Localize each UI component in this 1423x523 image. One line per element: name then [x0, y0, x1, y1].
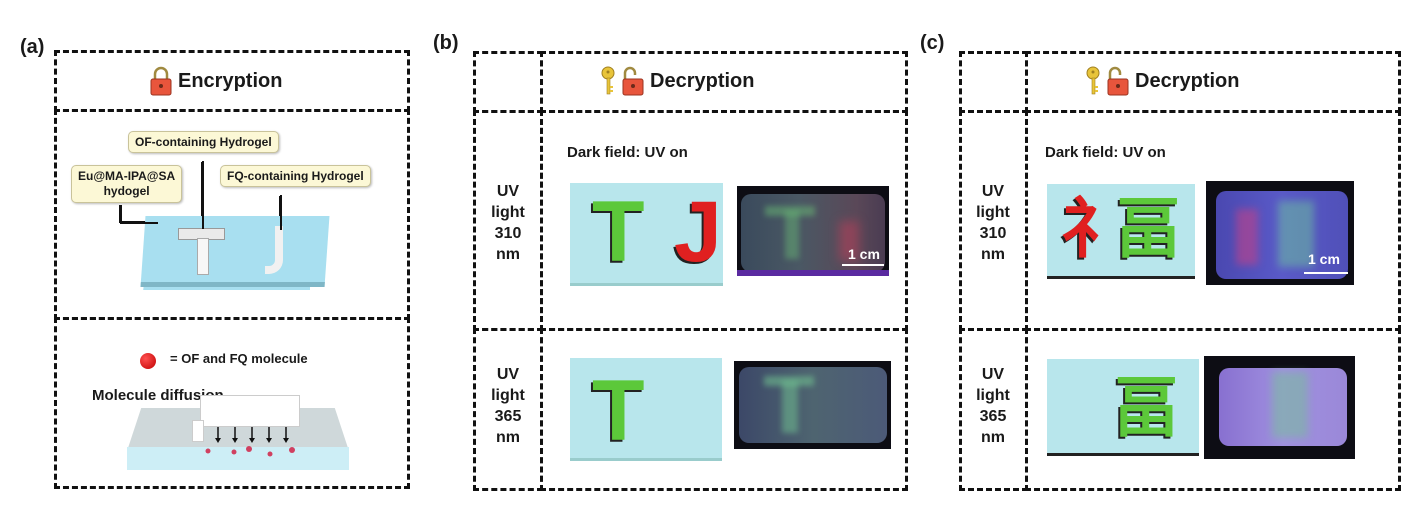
diffusion-substrate-front — [127, 447, 349, 470]
fluorescent-T-stem — [782, 381, 798, 433]
hydrogel-block-side — [192, 420, 204, 442]
fluorescent-T-top — [765, 206, 815, 216]
fluorescent-J — [839, 221, 859, 261]
uv-line: nm — [981, 429, 1005, 446]
panel-b-row2-uv-label: UV light 365 nm — [478, 364, 538, 448]
tag-eu-hydrogel: Eu@MA-IPA@SA hydogel — [71, 165, 183, 203]
uv-line: 365 — [494, 408, 522, 425]
tag-fq-hydrogel: FQ-containing Hydrogel — [220, 165, 371, 187]
panel-b-label: (b) — [433, 32, 459, 54]
leader-line-eu-h — [120, 222, 158, 224]
fluorescent-T-top — [764, 376, 814, 386]
panel-b-row1-uv-label: UV light 310 nm — [478, 181, 538, 265]
leader-line-fq — [280, 195, 282, 230]
fluorescent-radical — [1236, 209, 1258, 265]
scale-bar — [842, 264, 884, 266]
panel-c-header: Decryption — [1085, 66, 1239, 96]
panel-a-label: (a) — [20, 36, 45, 58]
panel-b-row1-schematic: T J — [570, 183, 723, 286]
panel-b-header: Decryption — [600, 66, 754, 96]
hydrogel-block — [200, 395, 300, 427]
unlocked-padlock-icon — [1107, 66, 1129, 96]
uv-line: 310 — [979, 225, 1007, 242]
hydrogel-sample — [741, 194, 885, 272]
panel-c-row2-box — [1025, 328, 1401, 491]
panel-c-label: (c) — [920, 32, 945, 54]
key-icon — [1086, 66, 1100, 95]
uv-line: 310 — [494, 225, 522, 242]
letter-T-green: T — [592, 184, 645, 280]
key-icon — [601, 66, 615, 95]
leader-line-of — [202, 161, 204, 229]
uv-glow-edge — [737, 270, 889, 276]
hydrogel-substrate-plate — [140, 216, 330, 287]
uv-line: UV — [981, 183, 1005, 200]
tag-eu-line1: Eu@MA-IPA@SA — [78, 169, 176, 183]
panel-c-row2-schematic: 畐 — [1047, 359, 1199, 456]
scale-label: 1 cm — [848, 246, 880, 262]
unlocked-padlock-icon — [622, 66, 644, 96]
panel-c-subtitle: Dark field: UV on — [1045, 144, 1166, 161]
panel-c-row2-photo — [1204, 356, 1355, 459]
uv-line: UV — [496, 183, 520, 200]
panel-b-row2-photo — [734, 361, 891, 449]
character-fu-right-green: 畐 — [1113, 370, 1179, 444]
letter-J-red: J — [674, 184, 722, 280]
fluorescent-fu-right — [1272, 372, 1308, 438]
scale-bar — [1304, 272, 1348, 274]
panel-b-subtitle: Dark field: UV on — [567, 144, 688, 161]
panel-b-row1-photo: 1 cm — [737, 186, 889, 276]
locked-padlock-icon — [150, 66, 172, 96]
scale-label: 1 cm — [1308, 251, 1340, 267]
panel-b-title: Decryption — [650, 69, 755, 92]
uv-line: UV — [496, 366, 520, 383]
panel-b-row2-schematic: T — [570, 358, 722, 461]
diffusion-title: Molecule diffusion — [92, 387, 224, 404]
leader-line-eu — [120, 205, 122, 223]
molecule-legend: = OF and FQ molecule — [170, 351, 308, 366]
panel-c-row1-photo: 1 cm — [1206, 181, 1354, 285]
uv-line: nm — [496, 429, 520, 446]
panel-b-header-corner — [473, 51, 543, 113]
panel-c-row1-uv-label: UV light 310 nm — [963, 181, 1023, 265]
character-fu-right-green: 畐 — [1115, 191, 1181, 265]
fluorescent-fu-right — [1278, 201, 1314, 267]
hydrogel-sample — [1216, 191, 1348, 279]
letter-T-green: T — [592, 363, 645, 459]
letter-T-stem — [197, 238, 209, 275]
hydrogel-sample — [1219, 368, 1347, 446]
tag-of-hydrogel: OF-containing Hydrogel — [128, 131, 279, 153]
panel-a-header: Encryption — [150, 66, 282, 96]
panel-b-row2-box — [540, 328, 908, 491]
uv-line: light — [976, 204, 1010, 221]
uv-line: light — [491, 204, 525, 221]
panel-c-header-corner — [959, 51, 1028, 113]
radical-character-red: 礻 — [1061, 191, 1127, 265]
fluorescent-T-stem — [785, 211, 799, 259]
uv-line: light — [976, 387, 1010, 404]
letter-J — [265, 226, 283, 274]
uv-line: nm — [496, 246, 520, 263]
diffusion-arrows — [205, 427, 295, 457]
uv-line: light — [491, 387, 525, 404]
panel-c-row2-uv-label: UV light 365 nm — [963, 364, 1023, 448]
uv-line: nm — [981, 246, 1005, 263]
panel-a-diffusion-box — [54, 317, 410, 489]
panel-c-title: Decryption — [1135, 69, 1240, 92]
red-molecule-dot-icon — [140, 353, 156, 369]
panel-a-title: Encryption — [178, 69, 283, 92]
panel-c-row1-schematic: 礻 畐 — [1047, 184, 1195, 279]
tag-eu-line2: hydogel — [103, 184, 150, 198]
uv-line: UV — [981, 366, 1005, 383]
uv-line: 365 — [979, 408, 1007, 425]
